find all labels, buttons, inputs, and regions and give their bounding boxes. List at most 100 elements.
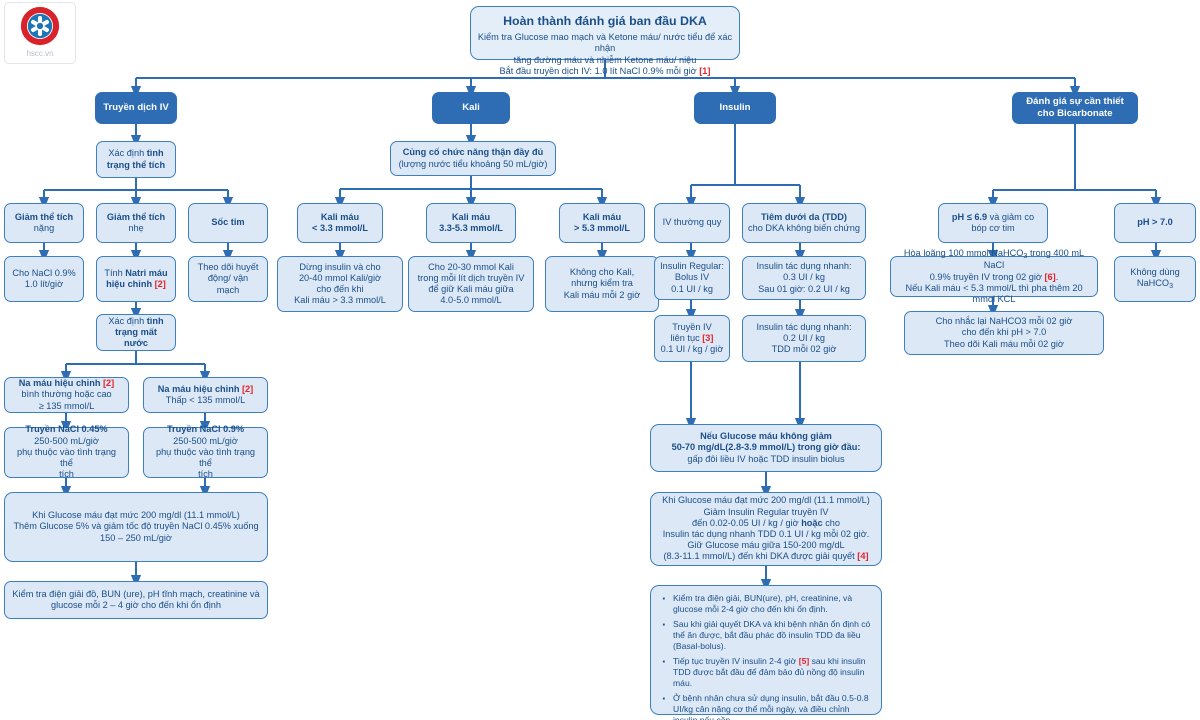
cardio-action-line1: Theo dõi huyết [197,262,259,273]
bicarb-line2-post: . [1055,271,1059,282]
node-potassium-low-action: Dừng insulin và cho 20-40 mmol Kali/giờ … [277,256,403,312]
k-low-action-line1: Dừng insulin và cho [299,261,381,272]
node-glucose-not-falling: Nếu Glucose máu không giảm 50-70 mg/dL(2… [650,424,882,472]
followup-bullet-2: Tiếp tục truyền IV insulin 2-4 giờ [5] s… [659,654,873,690]
node-potassium-low: Kali máu < 3.3 mmol/L [297,203,383,243]
bicarb-line2-pre: 0.9% truyền IV trong 02 giờ [929,271,1045,282]
branch-header-bicarbonate-line1: Đánh giá sự cần thiết [1026,96,1124,108]
node-no-bicarbonate: Không dùng NaHCO3 [1114,256,1196,302]
glucose-target-line4: Insulin tác dụng nhanh TDD 0.1 UI / kg m… [662,529,870,539]
assess-volume-line1: Xác định [108,148,147,159]
na-low-line1: Na máu hiệu chỉnh [157,383,242,394]
site-logo: hscc.vn [4,2,76,64]
bicarb-ref-6: [6] [1044,271,1056,282]
k-mid-action-line3: để giữ Kali máu giữa [428,284,514,294]
na-normal-line2: bình thường hoặc cao [21,389,112,400]
nacl045-line4: tích [59,469,74,480]
k-mid-action-line4: 4.0-5.0 mmol/L [440,295,502,306]
node-potassium-mid: Kali máu 3.3-5.3 mmol/L [426,203,516,243]
assess-dehydration-line1-bold: tình [146,315,164,326]
nacl09-line3: phụ thuộc vào tình trạng thể [155,446,256,469]
followup-bullet-2-post: sau khi insulin TDD được bắt đầu để đảm … [673,655,866,689]
node-insulin-route-iv: IV thường quy [654,203,730,243]
node-insulin-sc-rapid-first: Insulin tác dụng nhanh: 0.3 UI / kg Sau … [742,256,866,300]
followup-ref-5: [5] [798,655,810,666]
glucose-target-line6-pre: (8.3-11.1 mmol/L) đến khi DKA được giải … [663,551,858,562]
root-line2: tăng đường máu và nhiễm Ketone máu/ niệu [513,54,697,65]
k-low-action-line3: cho đến khi [316,284,364,294]
assess-dehydration-line2: trạng mất nước [115,326,157,349]
nacl09-line1: Truyền NaCl 0.9% [166,424,245,435]
sc-rapid2-line2: 0.2 UI / kg [783,332,825,343]
no-drop-line2: 50-70 mg/dL(2.8-3.9 mmol/L) trong giờ đầ… [671,442,861,453]
ph-high-label: pH > 7.0 [1137,217,1173,228]
root-initial-assessment: Hoàn thành đánh giá ban đầu DKA Kiểm tra… [470,6,740,76]
node-ph-low-poor-contractility: pH ≤ 6.9 và giảm co bóp cơ tim [938,203,1048,243]
root-line3: Bắt đầu truyền dịch IV: 1.0 lít NaCl 0.9… [499,65,697,76]
node-assess-volume-status: Xác định tình trạng thể tích [96,141,176,178]
branch-header-fluids[interactable]: Truyền dịch IV [95,92,177,124]
k-mid-action-line2: trong mỗi lít dịch truyền IV [417,272,525,283]
node-potassium-mid-action: Cho 20-30 mmol Kali trong mỗi lít dịch t… [408,256,534,312]
renal-line2: (lượng nước tiểu khoảng 50 mL/giờ) [398,158,548,169]
nacl09-line4: tích [198,469,213,480]
fluids-monitor-line2: glucose mỗi 2 – 4 giờ cho đến khi ổn địn… [51,600,221,610]
node-insulin-iv-infusion: Truyền IV liên tục [3] 0.1 UI / kg / giờ [654,315,730,362]
branch-header-potassium[interactable]: Kali [432,92,510,124]
bicarb-line1-subscript: 3 [1023,251,1028,260]
node-repeat-bicarbonate: Cho nhắc lại NaHCO3 mỗi 02 giờ cho đến k… [904,311,1104,355]
glucose200-line2: Thêm Glucose 5% và giảm tốc độ truyền Na… [13,521,259,532]
bicarb-repeat-line1: Cho nhắc lại NaHCO3 mỗi 02 giờ [935,316,1073,327]
node-severe-action-nacl: Cho NaCl 0.9% 1.0 lít/giờ [4,256,84,302]
node-cardiogenic-shock: Sốc tim [188,203,268,243]
bicarb-line1-a: Hòa loãng 100 mmol NaHCO [903,247,1024,258]
sc-rapid2-line1: Insulin tác dụng nhanh: [756,321,852,332]
ph-low-line2: bóp cơ tim [971,223,1015,233]
severe-action-line1: Cho NaCl 0.9% [12,267,76,278]
sc-rapid1-line3: Sau 01 giờ: 0.2 UI / kg [758,283,850,294]
no-bicarb-line2: NaHCO [1136,278,1170,289]
na-normal-line3: ≥ 135 mmol/L [38,400,95,411]
glucose200-line1: Khi Glucose máu đạt mức 200 mg/dl (11.1 … [32,510,240,521]
no-drop-line3: gấp đôi liều IV hoặc TDD insulin biolus [687,453,845,464]
k-low-action-line2: 20-40 mmol Kali/giờ [298,272,382,283]
root-title: Hoàn thành đánh giá ban đầu DKA [503,14,707,28]
node-insulin-followup-checklist: Kiểm tra điện giải, BUN(ure), pH, creati… [650,585,882,720]
glucose-target-line2: Giảm Insulin Regular truyền IV [703,506,829,517]
followup-bullet-0: Kiểm tra điện giải, BUN(ure), pH, creati… [659,591,873,615]
bicarb-repeat-line3: Theo dõi Kali máu mỗi 02 giờ [944,338,1064,349]
followup-bullet-2-pre: Tiếp tục truyền IV insulin 2-4 giờ [673,655,799,666]
node-potassium-high-action: Không cho Kali, nhưng kiểm tra Kali máu … [545,256,659,312]
node-glucose-200-add-dextrose: Khi Glucose máu đạt mức 200 mg/dl (11.1 … [4,492,268,562]
nacl045-line2: 250-500 mL/giờ [34,435,99,446]
glucose-target-line3-bold: hoặc [801,517,823,528]
node-cardiogenic-action-monitoring: Theo dõi huyết động/ vận mạch [188,256,268,302]
glucose-target-line1: Khi Glucose máu đạt mức 200 mg/dl (11.1 … [662,495,870,506]
glucose-target-line3-pre: đến 0.02-0.05 UI / kg / giờ [691,517,802,528]
cardio-action-line2: động/ vận [207,273,249,284]
node-insulin-glucose-target: Khi Glucose máu đạt mức 200 mg/dl (11.1 … [650,492,882,566]
no-drop-line1: Nếu Glucose máu không giảm [700,431,832,442]
nacl045-line3: phụ thuộc vào tình trạng thể [16,446,117,469]
glucose200-line3: 150 – 250 mL/giờ [100,532,172,543]
branch-header-bicarbonate-line2: cho Bicarbonate [1037,108,1113,119]
branch-header-insulin[interactable]: Insulin [694,92,776,124]
node-infuse-nacl-09: Truyền NaCl 0.9% 250-500 mL/giờ phụ thuộ… [143,424,268,480]
node-severe-volume-depletion: Giảm thể tích nặng [4,203,84,243]
bicarb-repeat-line2: cho đến khi pH > 7.0 [961,327,1047,338]
na-normal-ref-2: [2] [103,378,115,389]
node-insulin-sc-rapid-repeat: Insulin tác dụng nhanh: 0.2 UI / kg TDD … [742,315,866,362]
node-ph-high: pH > 7.0 [1114,203,1196,243]
mild-action-line1-pre: Tính [104,267,126,278]
node-insulin-route-subcutaneous: Tiêm dưới da (TDD) cho DKA không biến ch… [742,203,866,243]
iv-infusion-line1: Truyền IV [672,321,712,332]
branch-header-bicarbonate[interactable]: Đánh giá sự cần thiết cho Bicarbonate [1012,92,1138,124]
logo-caption: hscc.vn [26,49,54,58]
k-high-action-line1: Không cho Kali, [569,267,635,278]
node-potassium-high: Kali máu > 5.3 mmol/L [559,203,645,243]
k-mid-action-line1: Cho 20-30 mmol Kali [428,261,514,272]
iv-route-label: IV thường quy [662,217,722,228]
assess-dehydration-line1: Xác định [108,315,147,326]
bicarb-line3: Nếu Kali máu < 5.3 mmol/L thì pha thêm 2… [905,282,1083,304]
sc-route-line1: Tiêm dưới da (TDD) [760,211,847,222]
